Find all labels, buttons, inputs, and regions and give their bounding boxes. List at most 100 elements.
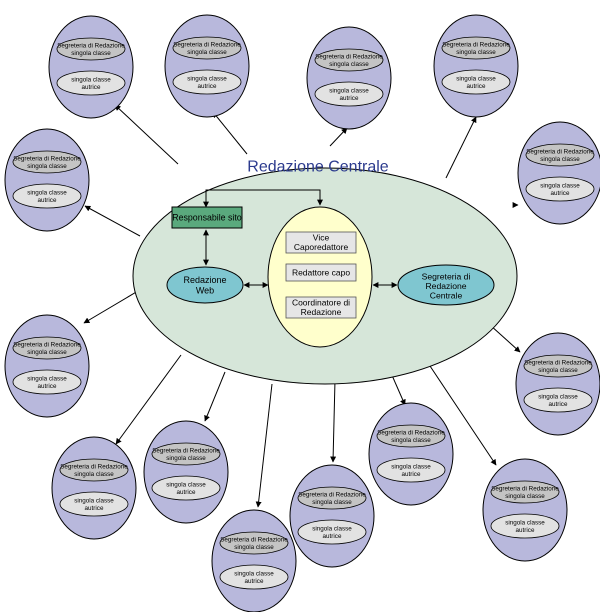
satellite-pill-bottom <box>151 475 221 501</box>
satellite-pill-bottom <box>297 519 367 545</box>
satellite-ellipse <box>433 14 519 118</box>
satellite-link <box>83 287 144 324</box>
satellite-link <box>84 205 141 237</box>
segreteria-centrale-ellipse <box>397 264 495 306</box>
satellite-ellipse <box>4 128 90 232</box>
satellite-ellipse <box>211 509 297 612</box>
satellite-pill-bottom <box>172 69 242 95</box>
satellite-pill-top <box>59 458 129 482</box>
role-box <box>285 296 357 319</box>
satellite-link <box>427 362 497 466</box>
role-box <box>285 263 357 282</box>
connector-responsabile-roles <box>203 189 323 208</box>
satellite-pill-bottom <box>314 81 384 107</box>
satellite-pill-bottom <box>441 69 511 95</box>
satellite-pill-top <box>314 48 384 72</box>
satellite-pill-top <box>490 480 560 504</box>
satellite-links <box>83 104 521 508</box>
satellite-link <box>445 116 477 179</box>
satellite-pill-bottom <box>59 491 129 517</box>
satellite-pill-top <box>297 486 367 510</box>
satellite-ellipse <box>51 436 137 540</box>
satellite-link <box>115 354 182 445</box>
satellite-pill-bottom <box>56 70 126 96</box>
satellite-pill-bottom <box>523 387 593 413</box>
satellite-link <box>390 372 406 406</box>
satellite-pill-bottom <box>525 176 595 202</box>
satellite-pill-top <box>172 36 242 60</box>
satellite-pill-top <box>12 150 82 174</box>
satellite-pill-bottom <box>376 457 446 483</box>
satellite-ellipse <box>143 420 229 524</box>
satellite-link <box>255 383 273 508</box>
satellite-pill-top <box>219 531 289 555</box>
satellite-ellipse <box>48 15 134 119</box>
satellite-link <box>204 371 226 422</box>
satellite-ellipse <box>289 464 375 568</box>
satellite-pill-bottom <box>219 564 289 590</box>
satellite-pill-bottom <box>12 369 82 395</box>
satellite-ellipse <box>164 14 250 118</box>
satellite-ellipse <box>515 332 600 436</box>
satellite-link <box>212 111 248 155</box>
satellite-link <box>329 127 348 147</box>
satellite-pill-top <box>525 143 595 167</box>
redazione-web-ellipse <box>166 266 244 304</box>
satellite-ellipse <box>306 26 392 130</box>
satellite-pill-bottom <box>490 513 560 539</box>
satellite-ellipse <box>368 402 454 506</box>
satellite-pill-top <box>12 336 82 360</box>
satellite-pill-top <box>523 354 593 378</box>
satellite-ellipse <box>4 314 90 418</box>
satellite-link <box>330 379 337 463</box>
role-box <box>285 231 357 254</box>
satellite-pill-bottom <box>12 183 82 209</box>
responsabile-label: Responsabile sito <box>172 213 242 223</box>
satellite-link <box>114 104 179 165</box>
satellite-pill-top <box>376 424 446 448</box>
satellite-ellipse <box>517 121 600 225</box>
role-label: Redattore capo <box>292 267 350 277</box>
